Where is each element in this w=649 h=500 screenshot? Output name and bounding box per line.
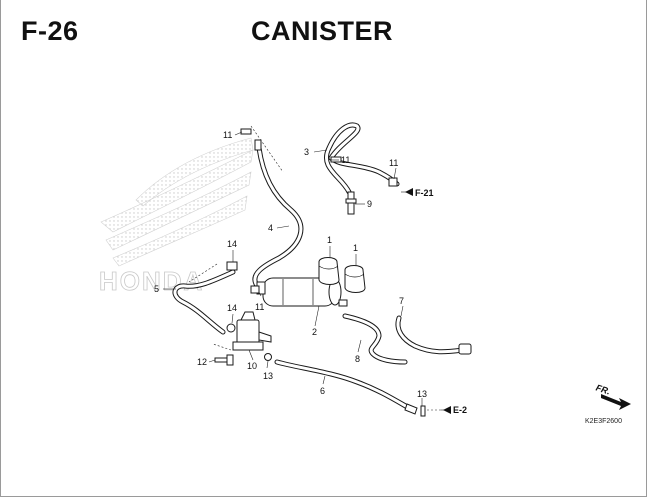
clip-14-lower (226, 323, 236, 333)
leader-lines (163, 125, 449, 411)
hose-8 (342, 313, 408, 365)
callout-11-right: 11 (389, 158, 398, 168)
clip-14-upper (226, 261, 238, 271)
callout-12: 12 (197, 357, 207, 367)
callout-8: 8 (355, 354, 360, 364)
joint-9 (345, 191, 357, 215)
hose-4 (252, 145, 304, 287)
band-1-right (344, 265, 366, 293)
callout-3: 3 (304, 147, 309, 157)
callout-2: 2 (312, 327, 317, 337)
hose-6 (274, 359, 412, 411)
bolt-12 (214, 354, 234, 366)
clip-13-lower (264, 353, 272, 361)
band-1-left (318, 257, 340, 285)
callout-7: 7 (399, 296, 404, 306)
callout-14-lower: 14 (227, 303, 237, 313)
callout-13-lower: 13 (263, 371, 273, 381)
section-number: F-26 (21, 16, 79, 46)
callout-14-upper: 14 (227, 239, 237, 249)
honda-watermark-text: HONDA (99, 266, 204, 296)
callout-5: 5 (154, 284, 159, 294)
callout-11-canister: 11 (255, 302, 264, 312)
callout-4: 4 (268, 223, 273, 233)
clip-11-top (240, 128, 252, 135)
hose-3 (324, 122, 400, 195)
honda-wing-watermark (100, 137, 254, 267)
front-label: FR. (595, 383, 612, 397)
purge-control-valve-10 (232, 311, 272, 351)
hose-5 (172, 269, 236, 335)
clip-13-right (420, 405, 426, 417)
callout-13-right: 13 (417, 389, 427, 399)
hose-4-fitting (254, 139, 262, 151)
clip-11-right (388, 177, 398, 187)
callout-11-upper: 11 (341, 155, 350, 165)
hose-7 (395, 315, 466, 355)
callout-1-right: 1 (353, 243, 358, 253)
clip-11-canister (250, 285, 260, 294)
front-direction-arrow (601, 394, 631, 410)
callout-6: 6 (320, 386, 325, 396)
diagram-code: K2E3F2600 (585, 418, 622, 425)
ref-arrow-f21 (405, 188, 413, 196)
callout-1-left: 1 (327, 235, 332, 245)
page-title: CANISTER (251, 16, 394, 46)
canister-2 (256, 277, 348, 307)
callout-9: 9 (367, 199, 372, 209)
callout-10: 10 (247, 361, 257, 371)
clip-11-upper (330, 156, 342, 163)
ref-arrow-e2 (443, 406, 451, 414)
ref-e2: E-2 (453, 405, 467, 415)
ref-f21: F-21 (415, 188, 434, 198)
hose-7-end-fitting (458, 343, 472, 355)
hose-6-end (404, 403, 418, 415)
callout-11-top: 11 (223, 130, 232, 140)
